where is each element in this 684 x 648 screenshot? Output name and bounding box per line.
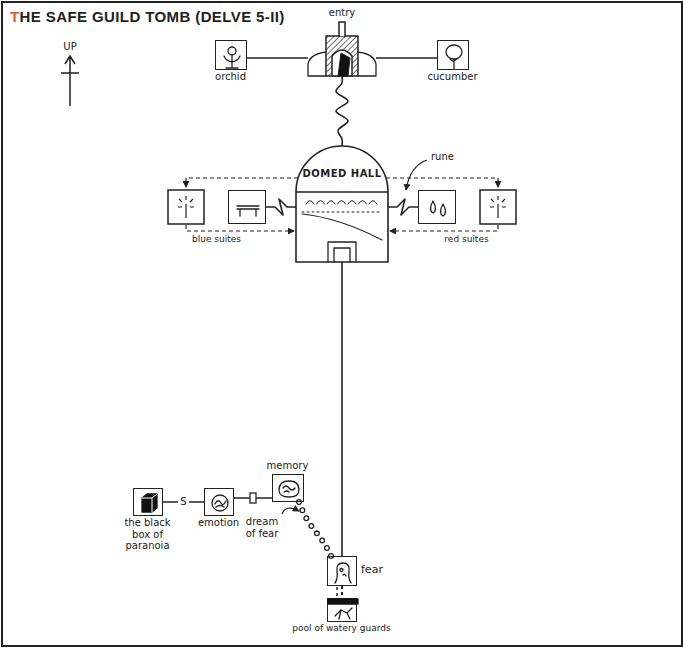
memory-room: memory: [272, 474, 304, 502]
drip-marks: [336, 587, 338, 597]
passage-line: [341, 262, 343, 556]
icon-stroke: [339, 22, 345, 36]
passage-line: [266, 199, 296, 215]
room-name: emotion: [198, 517, 239, 529]
suite-room: blue suites: [228, 190, 266, 224]
paranoia-box: the black box of paranoia: [133, 488, 163, 516]
passage-line: [376, 57, 437, 59]
icon-stroke: [302, 212, 382, 213]
secret-passage: [186, 178, 298, 187]
room-icon: [438, 41, 470, 71]
icon-stroke: [296, 146, 388, 262]
suite-room: red suites: [418, 190, 456, 224]
room-name: pool of watery guards: [292, 623, 390, 633]
entry-gate: entry: [308, 22, 376, 76]
icon-stroke: [335, 608, 352, 619]
passage-line: [336, 76, 348, 146]
secret-passage: [390, 225, 498, 231]
room-icon: [419, 191, 457, 225]
room-name: the black box of paranoia: [122, 517, 174, 552]
domed-hall: DOMED HALL: [296, 146, 388, 262]
room-icon: [328, 599, 358, 623]
icon-stroke: [212, 495, 228, 511]
room-icon: [308, 22, 376, 76]
emotion-room: emotion: [204, 488, 234, 516]
passage-line: [247, 57, 308, 59]
icon-stroke: [340, 569, 346, 577]
room-icon: [134, 489, 164, 517]
icon-stroke: [142, 494, 157, 512]
door-symbol: [250, 493, 256, 503]
red-outer-suite: [480, 190, 516, 224]
room-icon: [328, 557, 358, 587]
icon-stroke: [335, 563, 351, 583]
icon-stroke: [338, 53, 350, 76]
secret-passage: [386, 178, 498, 187]
red-outer-suite: [490, 196, 506, 218]
room-icon: [296, 146, 388, 262]
red-outer-suite: [480, 190, 516, 224]
passage-line: [388, 199, 418, 215]
north-arrow: [61, 56, 79, 106]
room-icon: [273, 475, 305, 503]
icon-stroke: [431, 201, 446, 216]
dream-trail: [299, 502, 331, 556]
icon-stroke: [279, 481, 299, 497]
north-arrow: [61, 56, 79, 106]
icon-stroke: [142, 494, 157, 512]
icon-stroke: [446, 45, 462, 59]
compass-label: UP: [63, 41, 76, 53]
pool-room: pool of watery guards: [327, 598, 357, 622]
room-icon: [205, 489, 235, 517]
icon-stroke: [326, 36, 358, 76]
secret-passage: [186, 225, 294, 231]
passage-label: S: [178, 497, 188, 507]
room-name: entry: [329, 7, 355, 19]
icon-stroke: [328, 242, 356, 262]
room-icon: [229, 191, 267, 225]
icon-stroke: [308, 52, 376, 76]
room-name: fear: [361, 564, 383, 577]
icon-stroke: [306, 201, 377, 205]
leader-line: [406, 160, 427, 190]
icon-stroke: [283, 486, 295, 492]
blue-outer-suite: [178, 196, 194, 218]
icon-stroke: [302, 214, 382, 240]
icon-stroke: [237, 206, 259, 216]
room-name: red suites: [444, 234, 488, 244]
icon-stroke: [224, 55, 240, 68]
garden-room: cucumber: [437, 40, 469, 70]
callout-label: dream of fear: [240, 516, 284, 539]
bubble-hollow: [299, 502, 331, 556]
leader-line: [282, 508, 299, 514]
room-name: orchid: [215, 71, 246, 83]
icon-stroke: [215, 501, 226, 507]
icon-stroke: [328, 599, 358, 604]
room-name: blue suites: [192, 234, 241, 244]
icon-stroke: [332, 50, 352, 76]
blue-outer-suite: [168, 190, 204, 224]
callout-label: rune: [431, 151, 454, 163]
blue-outer-suite: [168, 190, 204, 224]
garden-room: orchid: [215, 40, 247, 70]
fear-room: fear: [327, 556, 357, 586]
icon-stroke: [228, 47, 236, 55]
room-icon: [216, 41, 248, 71]
icon-stroke: [450, 58, 458, 69]
room-name: DOMED HALL: [302, 168, 381, 180]
room-name: memory: [267, 460, 309, 472]
room-name: cucumber: [427, 71, 477, 83]
passage-line: [341, 586, 343, 598]
map-title: THE SAFE GUILD TOMB (DELVE 5-II): [10, 8, 285, 25]
